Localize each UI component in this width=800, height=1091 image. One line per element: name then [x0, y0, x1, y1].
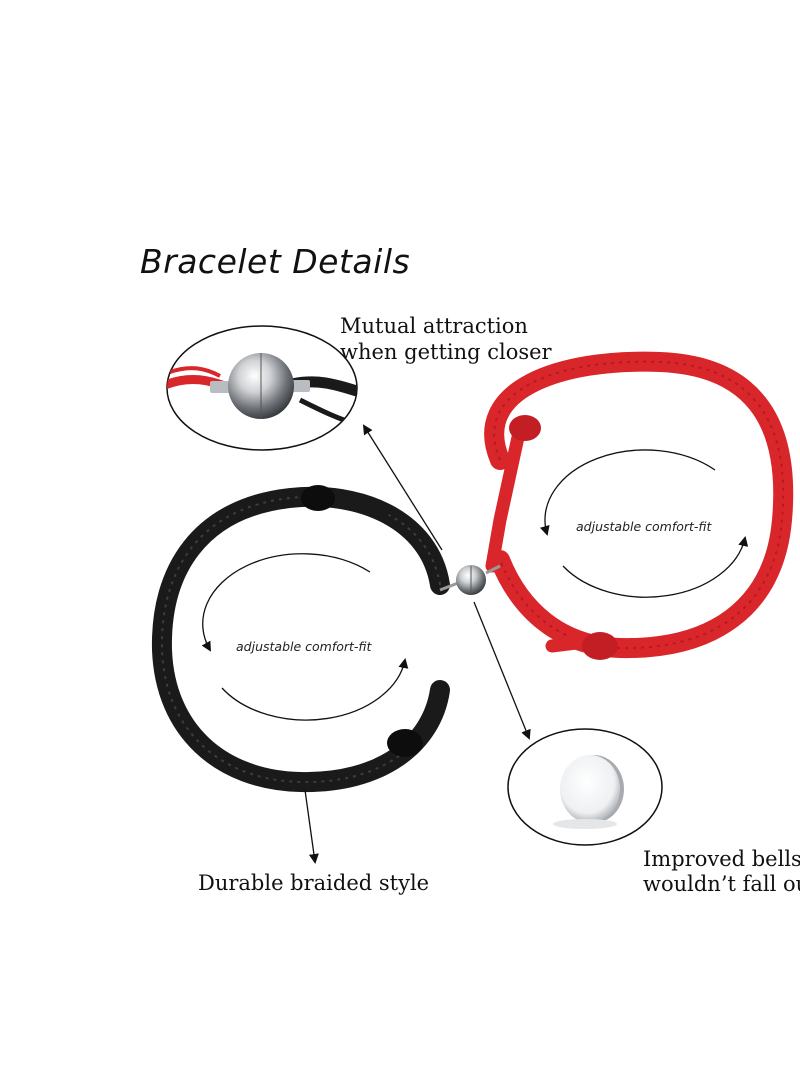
improved-bells-callout: Improved bells, wouldn’t fall ou — [643, 847, 800, 897]
black-bracelet — [151, 485, 450, 793]
durable-callout: Durable braided style — [198, 871, 430, 895]
arrow-to-clasp-zoom — [362, 424, 443, 551]
page-title: Bracelet Details — [140, 242, 411, 281]
red-knot-bottom — [582, 632, 618, 660]
red-comfort-fit-label: adjustable comfort-fit — [576, 519, 712, 534]
red-knot-top — [509, 415, 541, 441]
arrow-to-disc-zoom — [473, 601, 531, 740]
black-knot-bottom — [387, 729, 423, 757]
red-adjust-arrows-icon — [539, 449, 749, 598]
magnet-clasp-icon — [439, 564, 501, 595]
red-bracelet — [484, 351, 794, 660]
improved-line-1: Improved bells, — [643, 847, 800, 871]
black-adjust-arrows-icon — [201, 553, 409, 721]
black-comfort-fit-label: adjustable comfort-fit — [236, 639, 372, 654]
clasp-zoom-ellipse — [166, 325, 358, 451]
mutual-line-2: when getting closer — [340, 340, 552, 364]
mutual-line-1: Mutual attraction — [340, 314, 528, 338]
improved-line-2: wouldn’t fall ou — [643, 872, 800, 896]
steel-disc-zoom-ellipse — [507, 728, 663, 846]
steel-disc-icon — [553, 755, 624, 829]
black-knot-top — [301, 485, 335, 511]
arrow-to-braid — [304, 789, 319, 864]
mutual-attraction-callout: Mutual attraction when getting closer — [340, 313, 552, 365]
